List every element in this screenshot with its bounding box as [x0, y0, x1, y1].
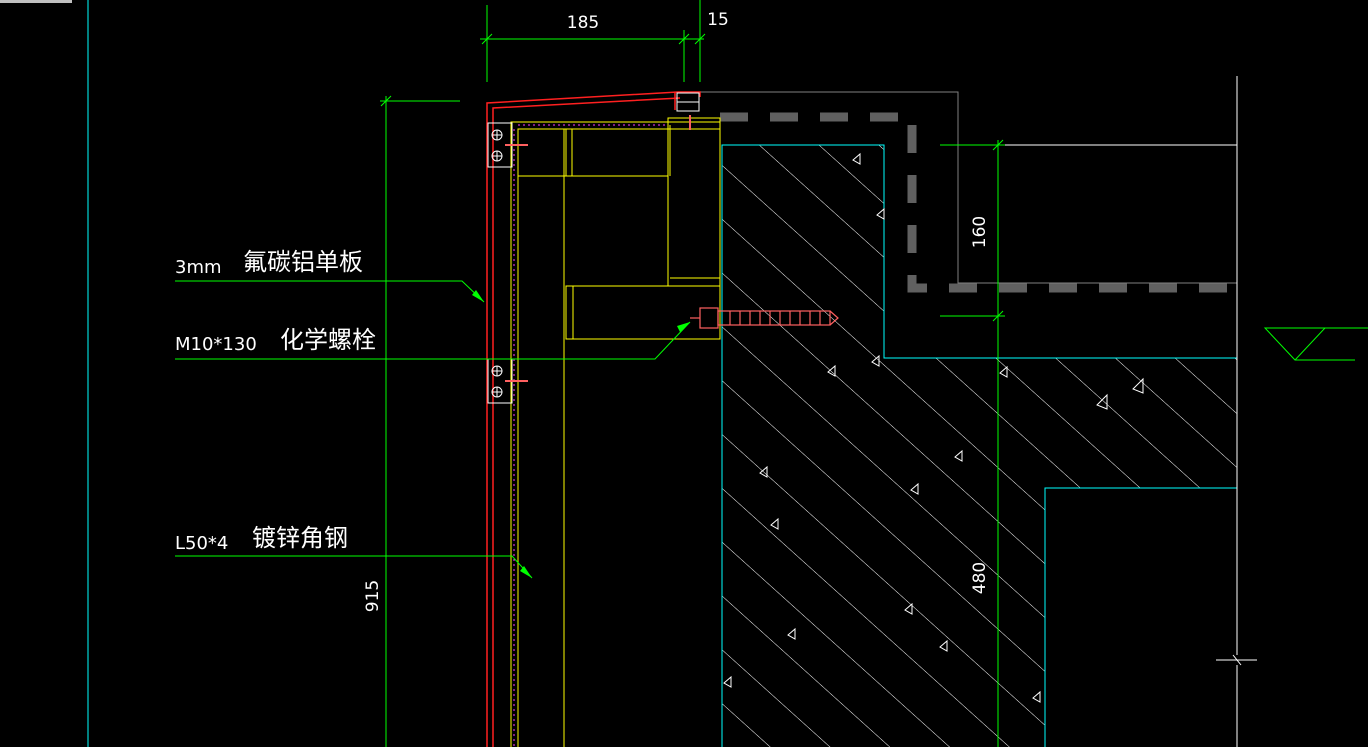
dim-185: 185: [567, 13, 599, 33]
top-toolbar-strip: [0, 0, 72, 3]
break-symbol: [1216, 654, 1257, 666]
concrete-outline: [721, 144, 1237, 747]
level-mark: [1263, 327, 1368, 361]
chemical-bolt: [690, 307, 839, 329]
label-name-angle: 镀锌角钢: [252, 524, 348, 552]
steel-frame: [510, 117, 721, 747]
dimension-lines: [380, 0, 1005, 747]
dim-15: 15: [707, 10, 729, 30]
dim-160: 160: [970, 216, 990, 248]
label-chemical-bolt: M10*130 化学螺栓: [175, 326, 376, 355]
dim-480: 480: [970, 562, 990, 594]
label-spec-bolt: M10*130: [175, 334, 257, 355]
concrete-structure: [721, 144, 1237, 747]
dim-915: 915: [363, 580, 383, 612]
label-aluminum-panel: 3mm 氟碳铝单板: [175, 248, 363, 278]
label-name-bolt: 化学螺栓: [280, 326, 376, 354]
slab-inner-outline: [1044, 487, 1237, 747]
concrete-hatch: [722, 145, 1237, 747]
label-angle-steel: L50*4 镀锌角钢: [175, 524, 348, 554]
waterproof-layer: [700, 91, 1237, 293]
aluminum-panel: [486, 91, 701, 747]
label-spec-angle: L50*4: [175, 533, 228, 554]
label-name-aluminum: 氟碳铝单板: [243, 248, 363, 276]
corner-connector: [676, 92, 700, 112]
label-spec-aluminum: 3mm: [175, 257, 222, 278]
concrete-aggregate-marks: [723, 152, 1144, 703]
self-tapping-screws: [505, 115, 691, 382]
leader-arrowheads: [472, 290, 690, 578]
sealant-dashed-lines: [513, 124, 668, 747]
